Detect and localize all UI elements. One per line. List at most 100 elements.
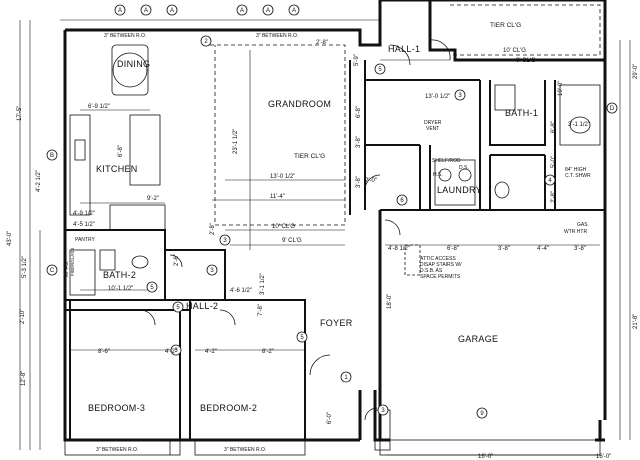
dimension-label: 4'-2 1/2" — [36, 170, 42, 192]
dimension-label: 29'-0" — [633, 64, 639, 79]
grid-tag-label: B — [50, 153, 54, 159]
dimension-label: 23'-1 1/2" — [233, 129, 239, 154]
grid-tag-label: A — [240, 8, 244, 14]
dimension-label: 3'-8" — [498, 246, 510, 252]
dimension-label: 17'-5" — [17, 106, 23, 121]
callout-label: 5 — [378, 67, 382, 73]
room-label-foyer: FOYER — [320, 318, 353, 328]
room-label-hall1: HALL-1 — [388, 44, 420, 54]
note-between-ro: 3" BETWEEN R.O. — [224, 447, 266, 453]
grid-tag-circle — [46, 149, 58, 161]
callout-label: 3 — [210, 268, 214, 274]
note-water-heater: WTR HTR — [564, 229, 587, 235]
dimension-label: 2'-10" — [20, 309, 26, 324]
dimension-label: 3'-8" — [356, 136, 362, 148]
note-shower: 84" HIGH — [565, 167, 587, 173]
callout-label: 5 — [300, 335, 304, 341]
dimension-label: 5'-0" — [551, 156, 557, 168]
dimension-label: 6'-8" — [356, 106, 362, 118]
dimension-label: 6'-8" — [447, 246, 459, 252]
dimension-label: 3'-8" — [574, 246, 586, 252]
callout-label: 3 — [458, 93, 462, 99]
grid-tag-label: A — [144, 8, 148, 14]
room-label-grandroom: GRANDROOM — [268, 99, 331, 109]
room-label-hall2: HALL-2 — [186, 301, 218, 311]
dimension-label: 10'-1 1/2" — [108, 286, 133, 292]
dimension-label: 4'-9 1/2" — [73, 211, 95, 217]
grid-tag-circle — [46, 264, 58, 276]
dimension-label: 4'-5 1/2" — [73, 222, 95, 228]
room-label-garage: GARAGE — [458, 334, 498, 344]
dimension-label: 8'-6" — [98, 349, 110, 355]
dimension-label: 2'-8" — [551, 191, 557, 203]
note-attic: SPACE PERMITS — [420, 274, 461, 280]
note-dryer-vent: VENT — [426, 126, 439, 132]
grid-tag-circle — [262, 4, 274, 16]
grid-tag-circle — [288, 4, 300, 16]
dimension-label: 9'-2" — [147, 196, 159, 202]
note-dryer-vent: DRYER — [424, 120, 442, 126]
note-attic: DISAP STAIRS W/ — [420, 262, 462, 268]
dimension-label: 9' CL'G — [516, 58, 536, 64]
room-label-bath2: BATH-2 — [103, 270, 136, 280]
callout-label: 6 — [400, 198, 404, 204]
dimension-label: 13'-0 1/2" — [270, 174, 295, 180]
room-label-dining: DINING — [117, 59, 150, 69]
callouts — [146, 35, 556, 419]
dimension-label: 4'-2" — [205, 349, 217, 355]
bath1-tub — [559, 84, 601, 146]
dimension-label: 6'-9 1/2" — [88, 104, 110, 110]
note-shelf-hs: H.S. — [433, 172, 443, 178]
room-label-bedroom2: BEDROOM-2 — [200, 403, 257, 413]
dimension-label: 2'-8" — [210, 223, 216, 235]
note-between-ro: 3" BETWEEN R.O. — [256, 33, 298, 39]
dimension-label: 6'-8" — [118, 145, 124, 157]
grid-tag-circle — [236, 4, 248, 16]
dimension-label: 12'-8" — [21, 371, 27, 386]
grid-tag-circle — [606, 102, 618, 114]
note-tub: 60" F.G. — [64, 261, 69, 277]
dimension-lines — [19, 19, 631, 456]
kitchen-island — [129, 114, 161, 186]
grid-tag-label: A — [118, 8, 122, 14]
dimension-label: 9' CL'G — [282, 238, 302, 244]
dimension-label: 11'-4" — [270, 194, 285, 200]
grid-tag-label: A — [292, 8, 296, 14]
dimension-label: 43'-0" — [7, 231, 13, 246]
dimension-label: 3'-1 1/2" — [260, 273, 266, 295]
dimension-label: 2'-8" — [316, 40, 328, 46]
room-label-laundry: LAUNDRY — [437, 185, 482, 195]
note-tier-ceiling-top: TIER CL'G — [490, 22, 521, 29]
dimension-label: 2'-6" — [174, 254, 180, 266]
callout-label: 3 — [381, 408, 385, 414]
dimension-label: 5'-9" — [354, 54, 360, 66]
callout-label: 1 — [344, 375, 348, 381]
grid-tag-label: A — [170, 8, 174, 14]
note-tier-ceiling-grand: TIER CL'G — [294, 153, 325, 160]
note-between-ro: 3" BETWEEN R.O. — [104, 33, 146, 39]
callout-label: 5 — [176, 305, 180, 311]
note-shelf-rod: SHELF/ROD — [432, 158, 461, 164]
note-gas: GAS — [577, 222, 588, 228]
dimension-label: 16'-0" — [478, 454, 493, 460]
dimension-label: 3'-1 1/2" — [568, 122, 590, 128]
grid-tags — [46, 4, 618, 276]
note-shelf-ds: D.S. — [459, 165, 469, 171]
grid-tag-circle — [114, 4, 126, 16]
grid-tag-label: C — [50, 268, 55, 274]
dimension-label: 5'-3 1/2" — [22, 256, 28, 278]
callout-label: 9 — [480, 411, 484, 417]
callout-label: 4 — [548, 178, 552, 184]
fixtures — [64, 4, 601, 456]
callout-label: 5 — [150, 285, 154, 291]
dimension-label: 10'-0" — [558, 81, 564, 96]
interior-walls — [65, 60, 605, 440]
dimension-label: 18'-0" — [387, 294, 393, 309]
dimension-label: 10' CL'G — [503, 48, 526, 54]
dimension-label: 4'-4" — [537, 246, 549, 252]
grid-tag-label: A — [266, 8, 270, 14]
callout-label: 2 — [204, 39, 208, 45]
dimension-label: 21'-8" — [633, 314, 639, 329]
grid-tag-circle — [166, 4, 178, 16]
